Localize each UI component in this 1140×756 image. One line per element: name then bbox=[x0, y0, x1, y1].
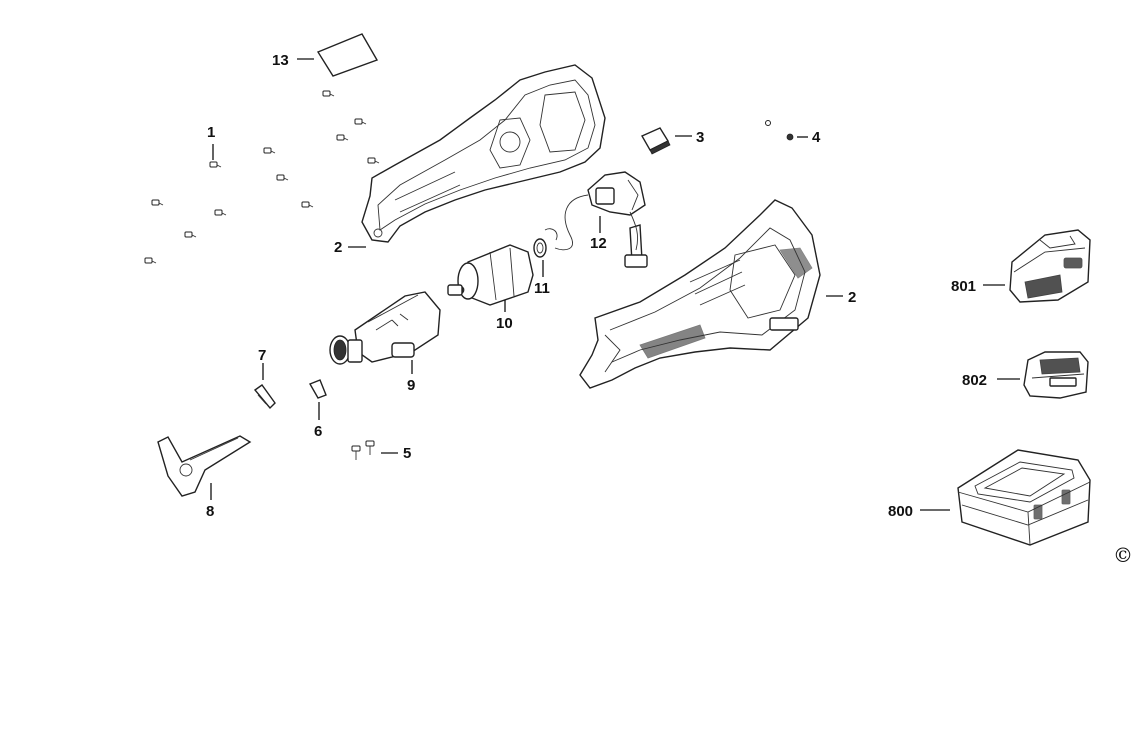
callout-2-lower: 2 bbox=[848, 289, 856, 306]
callout-10: 10 bbox=[496, 315, 513, 332]
screw-icon bbox=[144, 257, 157, 264]
callout-11: 11 bbox=[534, 280, 550, 297]
charger-icon bbox=[1009, 229, 1091, 303]
callout-7: 7 bbox=[258, 347, 266, 364]
callout-801: 801 bbox=[951, 278, 976, 295]
switch-icon bbox=[544, 171, 648, 268]
screw-icon bbox=[322, 90, 335, 97]
pad-part-3-icon bbox=[641, 127, 671, 155]
screw-icon bbox=[354, 118, 367, 125]
screws-part-5-group bbox=[351, 440, 375, 460]
motor-icon bbox=[447, 244, 534, 306]
screw-icon bbox=[184, 231, 197, 238]
nut-part-4-icon bbox=[765, 120, 794, 141]
screw-icon bbox=[276, 174, 289, 181]
callout-9: 9 bbox=[407, 377, 415, 394]
label-plate-icon bbox=[316, 33, 379, 77]
callout-800: 800 bbox=[888, 503, 913, 520]
callout-802: 802 bbox=[962, 372, 987, 389]
screw-icon bbox=[151, 199, 164, 206]
callout-12: 12 bbox=[590, 235, 607, 252]
screw-icon bbox=[365, 440, 375, 455]
screw-icon bbox=[263, 147, 276, 154]
screw-icon bbox=[209, 161, 222, 168]
screws-part-1-group bbox=[144, 90, 380, 264]
case-icon bbox=[957, 449, 1091, 546]
screw-icon bbox=[351, 445, 361, 460]
callout-13: 13 bbox=[272, 52, 289, 69]
callout-6: 6 bbox=[314, 423, 322, 440]
callout-5: 5 bbox=[403, 445, 411, 462]
callout-4: 4 bbox=[812, 129, 821, 146]
callout-2-upper: 2 bbox=[334, 239, 342, 256]
callout-8: 8 bbox=[206, 503, 214, 520]
screw-icon bbox=[214, 209, 227, 216]
clip-icon bbox=[253, 384, 276, 410]
gearbox-icon bbox=[329, 291, 441, 365]
housing-half-icon bbox=[579, 199, 821, 389]
clip-part-6-icon bbox=[308, 379, 327, 399]
battery-icon bbox=[1023, 351, 1089, 399]
copyright-mark: © bbox=[1113, 543, 1133, 567]
ring-icon bbox=[533, 238, 547, 258]
screw-icon bbox=[301, 201, 314, 208]
screw-icon bbox=[367, 157, 380, 164]
callout-3: 3 bbox=[696, 129, 704, 146]
callout-1: 1 bbox=[207, 124, 215, 141]
screw-icon bbox=[336, 134, 349, 141]
housing-half-icon bbox=[361, 64, 606, 243]
foot-plate-icon bbox=[157, 435, 252, 497]
